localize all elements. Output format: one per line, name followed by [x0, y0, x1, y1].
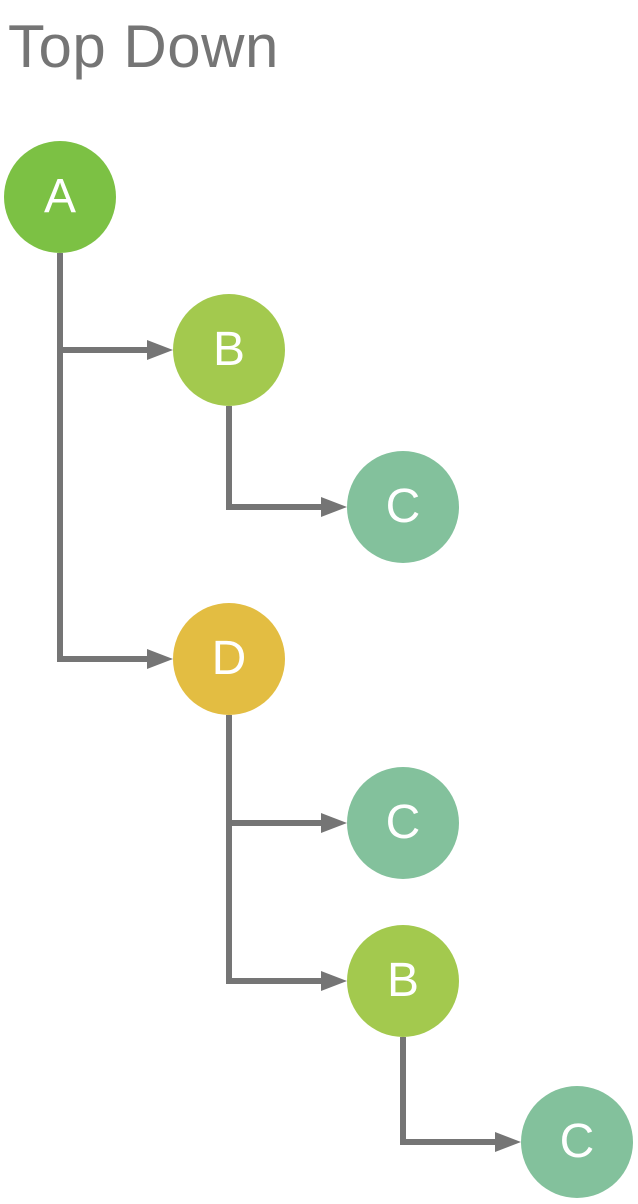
node-label: B	[386, 954, 419, 1007]
edge-A-D	[57, 253, 147, 662]
edge-B1-C1	[226, 406, 321, 510]
node-D: D	[173, 603, 285, 715]
edge-D-B2	[226, 715, 321, 984]
diagram-title: Top Down	[8, 13, 279, 80]
arrowhead-A-B1	[147, 340, 173, 360]
node-C1: C	[347, 451, 459, 563]
node-B1: B	[173, 294, 285, 406]
arrowhead-D-C2	[321, 813, 347, 833]
node-label: C	[385, 480, 421, 533]
node-label: C	[385, 796, 421, 849]
node-label: B	[212, 323, 245, 376]
node-label: A	[43, 170, 76, 223]
edge-D-C2	[226, 715, 321, 826]
node-A: A	[4, 141, 116, 253]
node-C2: C	[347, 767, 459, 879]
edge-A-B1	[57, 253, 147, 353]
arrowhead-B2-C3	[495, 1132, 521, 1152]
arrowhead-B1-C1	[321, 497, 347, 517]
node-label: C	[559, 1115, 595, 1168]
arrowhead-D-B2	[321, 971, 347, 991]
node-B2: B	[347, 925, 459, 1037]
node-C3: C	[521, 1086, 633, 1198]
edge-B2-C3	[400, 1037, 495, 1145]
node-label: D	[211, 632, 247, 685]
arrowhead-A-D	[147, 649, 173, 669]
